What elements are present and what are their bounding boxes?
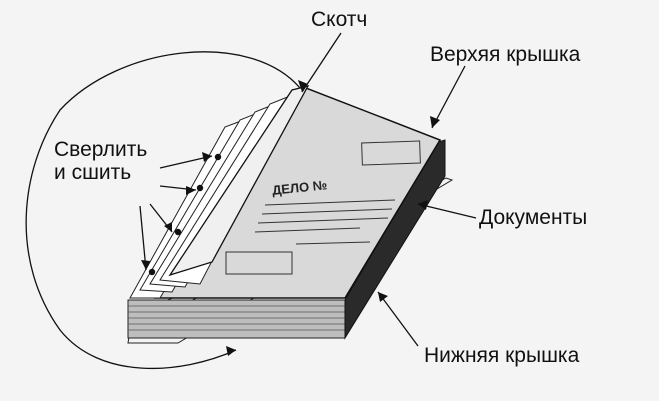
cover-label-box-bottom: [225, 251, 293, 275]
drill-pointer-4: [139, 205, 147, 271]
drill-hole: [214, 153, 222, 161]
bottom-cover-pointer: [377, 291, 419, 347]
documents-label: Документы: [479, 206, 588, 229]
tape-label: Скотч: [311, 8, 368, 31]
drill-hole: [174, 228, 182, 236]
drill-label-line2: и сшить: [54, 161, 132, 184]
drill-label: Сверлить и сшить: [54, 138, 147, 184]
cover-label-box-top: [361, 140, 421, 166]
drill-label-line1: Сверлить: [54, 138, 148, 161]
arrow-heads: [141, 80, 440, 356]
drill-hole: [148, 268, 156, 276]
stitch-curve: [25, 51, 301, 370]
top-cover-label: Верхяя крышка: [430, 43, 581, 66]
documents-pointer: [417, 203, 477, 219]
top-cover-pointer: [431, 65, 466, 129]
tape-pointer: [301, 32, 342, 93]
bottom-cover-label: Нижняя крышка: [424, 344, 580, 367]
drill-holes: [148, 153, 222, 276]
cover-details: [225, 140, 421, 275]
tape-flap: [168, 85, 310, 277]
drill-hole: [196, 184, 204, 192]
documents-stack-lines: [128, 305, 345, 331]
cover-title: ДЕЛО №: [271, 177, 328, 198]
